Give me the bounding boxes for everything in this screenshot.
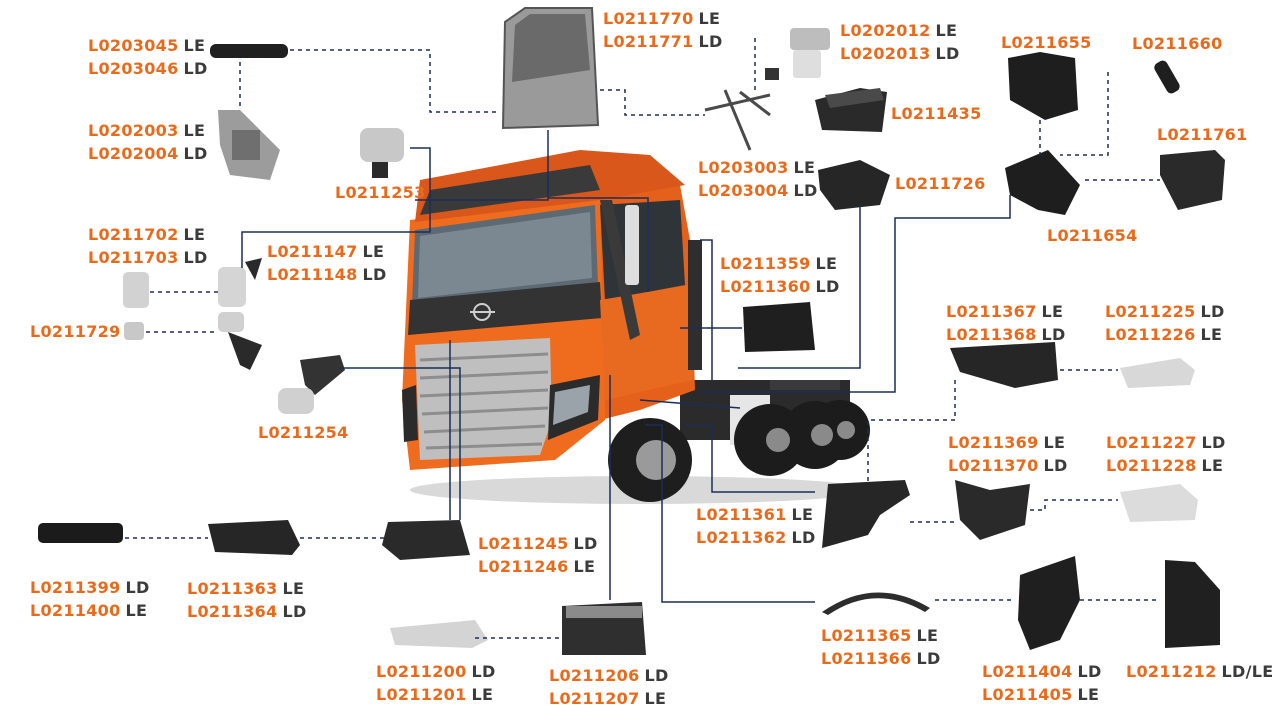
window-motor-part (790, 28, 830, 50)
label-step-cover-top: L0211435 (891, 104, 982, 123)
grab-handle-part (1154, 60, 1180, 94)
small-mirror-part (124, 322, 144, 340)
mirror-glass-part (123, 272, 149, 308)
truck-image (402, 150, 870, 504)
corner-panel-part (822, 480, 910, 548)
step-housing-part (382, 520, 470, 560)
step-grid-1-part (1120, 358, 1195, 388)
label-mirror-head: L0211253 (335, 183, 426, 202)
label-step-cover-mid: L0211726 (895, 174, 986, 193)
lower-step-part (390, 620, 488, 648)
step-cover-mid-part (818, 160, 890, 210)
label-rear-panel: L0211655 (1001, 33, 1092, 52)
side-panel-part (743, 302, 815, 352)
sun-visor-part (38, 523, 123, 543)
mirror-assembly-part (218, 267, 246, 307)
fender-ext-2-part (955, 480, 1030, 540)
step-grid-2-part (1120, 484, 1198, 522)
fender-ext-part (950, 342, 1058, 388)
part-icons (38, 7, 1225, 655)
rear-panel-part (1008, 52, 1078, 120)
mudguard-part (1018, 556, 1080, 650)
label-mudguard-bracket: L0211761 (1157, 125, 1248, 144)
mudguard-bracket-part (1160, 150, 1225, 210)
label-front-mirror: L0211254 (258, 423, 349, 442)
front-fender-part (208, 520, 300, 555)
label-small-mirror: L0211729 (30, 322, 121, 341)
window-regulator-part (704, 89, 771, 151)
door-handle-part (210, 44, 288, 58)
label-roof-deflector: L0211654 (1047, 226, 1138, 245)
mirror-head-part (360, 128, 404, 162)
front-mirror-part (300, 355, 345, 395)
leader-lines (125, 38, 1160, 639)
roof-deflector-part (1005, 150, 1080, 215)
wheel-arch-part (822, 592, 930, 615)
label-grab-handle: L0211660 (1132, 34, 1223, 53)
mudflap-part (1165, 560, 1220, 648)
